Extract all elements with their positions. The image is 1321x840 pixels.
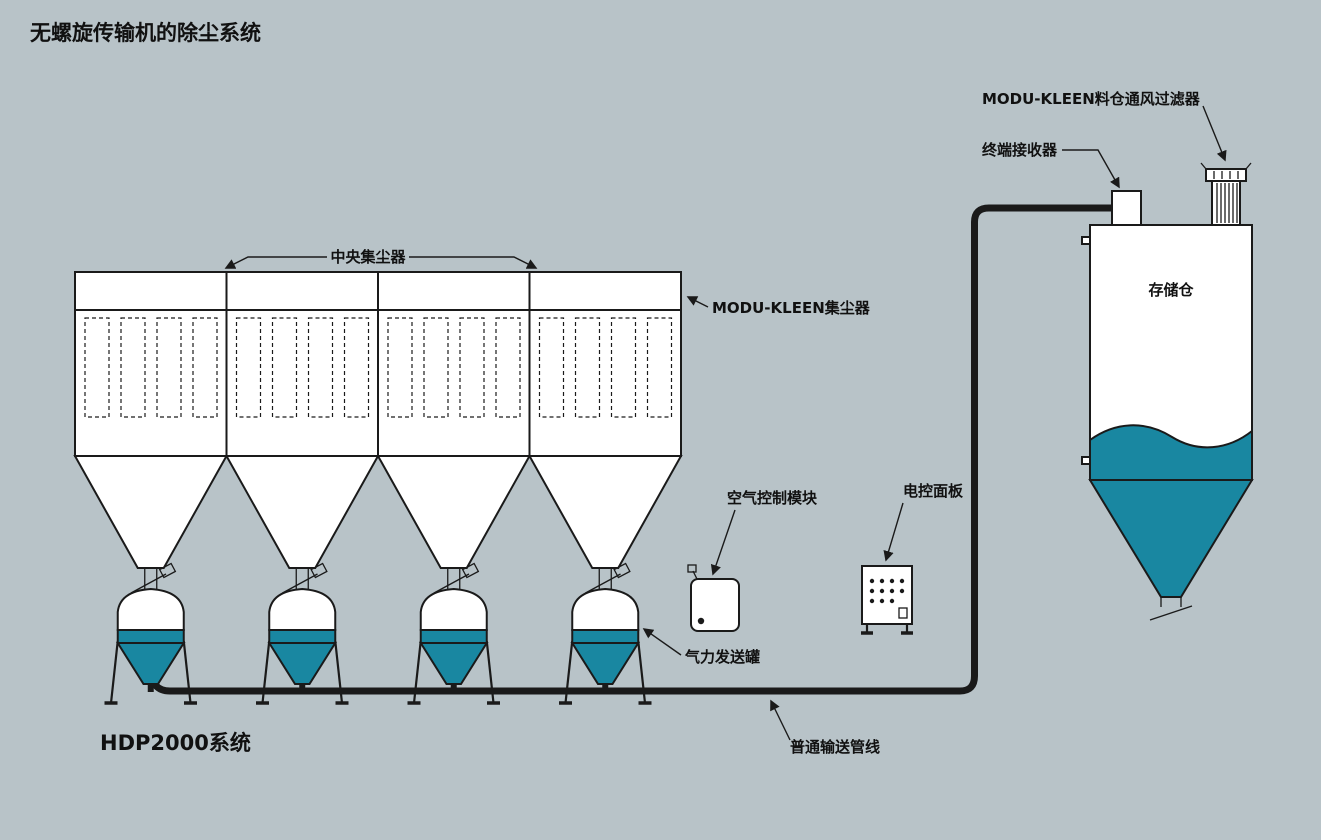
conveying-pipe xyxy=(147,204,1112,695)
collector-hopper xyxy=(225,455,379,569)
callouts: 中央集尘器 MODU-KLEEN集尘器 空气控制模块 电控面板 气力发送罐 普通… xyxy=(224,90,1227,756)
pneumatic-transporters xyxy=(105,562,652,703)
control-panel-label: 电控面板 xyxy=(903,482,964,500)
modu-kleen-collector-label: MODU-KLEEN集尘器 xyxy=(712,299,871,317)
air-control-module-label: 空气控制模块 xyxy=(727,489,818,507)
collector-hopper xyxy=(377,455,531,569)
terminal-receiver-box xyxy=(1111,190,1142,226)
collector-hopper xyxy=(528,455,682,569)
terminal-receiver-label: 终端接收器 xyxy=(982,141,1058,159)
bin-vent-filter xyxy=(1200,162,1252,226)
bin-vent-filter-label: MODU-KLEEN料仓通风过滤器 xyxy=(982,90,1201,108)
pipeline-label: 普通输送管线 xyxy=(790,738,880,756)
pneumatic-transporter-label: 气力发送罐 xyxy=(684,648,760,666)
page-title: 无螺旋传输机的除尘系统 xyxy=(30,21,261,45)
transporter-vessel xyxy=(256,589,349,703)
transporter-vessel xyxy=(408,589,501,703)
system-name-label: HDP2000系统 xyxy=(100,731,251,755)
electric-control-panel xyxy=(861,565,913,635)
transporter-vessel xyxy=(559,589,652,703)
storage-silo: 存储仓 xyxy=(1081,162,1254,621)
central-collector-label: 中央集尘器 xyxy=(330,248,406,266)
transporter-vessel xyxy=(105,589,198,703)
storage-bin-label: 存储仓 xyxy=(1148,281,1194,299)
collector-hopper xyxy=(74,455,228,569)
silo-cone xyxy=(1088,479,1254,598)
central-dust-collector xyxy=(74,271,682,569)
air-control-module xyxy=(687,564,740,632)
